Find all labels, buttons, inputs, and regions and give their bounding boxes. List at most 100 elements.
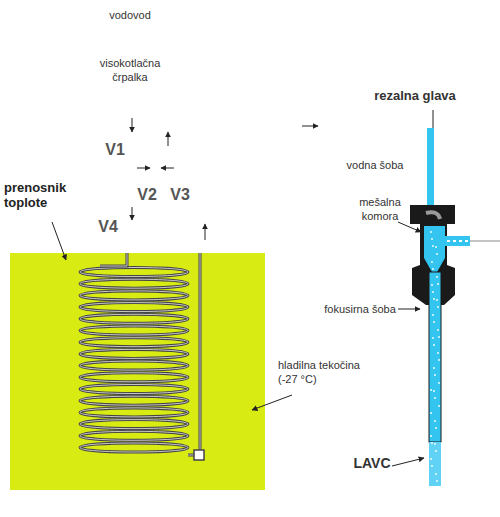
particle	[430, 389, 432, 391]
heat-exchanger: prenosnik toplote	[4, 180, 104, 220]
particle	[432, 337, 434, 339]
coil-winding-inner	[80, 385, 188, 394]
particle	[432, 268, 434, 270]
coil-winding	[80, 373, 188, 382]
particle	[433, 344, 435, 346]
particle	[436, 480, 438, 482]
coil-winding-inner	[80, 396, 188, 405]
coil-winding	[80, 326, 188, 335]
valve-label: V3	[167, 186, 193, 204]
particle	[430, 435, 432, 437]
particle	[433, 298, 435, 300]
coil-winding-inner	[80, 349, 188, 358]
coil-winding	[80, 361, 188, 370]
particle	[435, 427, 437, 429]
coil-winding-inner	[80, 303, 188, 312]
water-jet	[427, 128, 434, 212]
coil-winding-inner	[80, 279, 188, 288]
particle	[438, 382, 440, 384]
coil-winding-inner	[80, 268, 188, 277]
particle	[436, 253, 438, 255]
inlet-flow	[447, 240, 500, 242]
particle	[438, 359, 440, 361]
particle	[432, 245, 434, 247]
particle	[432, 314, 434, 316]
coil-winding-inner	[80, 373, 188, 382]
particle	[430, 231, 432, 233]
particle	[437, 306, 439, 308]
particle	[430, 458, 432, 460]
coil-winding	[80, 443, 188, 452]
particle	[437, 329, 439, 331]
coil-winding	[80, 303, 188, 312]
coil-winding	[80, 431, 188, 440]
coil-winding-inner	[80, 420, 188, 429]
jet-out	[429, 442, 441, 486]
particle	[435, 450, 437, 452]
coil-winding	[80, 268, 188, 277]
coil-winding	[80, 385, 188, 394]
particle	[435, 473, 437, 475]
particle	[435, 246, 437, 248]
coil-winding-inner	[80, 361, 188, 370]
particle	[438, 336, 440, 338]
coil-winding-inner	[80, 408, 188, 417]
part-label: mešalna komora	[350, 195, 410, 223]
head-label: LAVC	[350, 456, 394, 470]
coil-winding-inner	[80, 326, 188, 335]
coil-winding-inner	[80, 291, 188, 300]
particle	[433, 390, 435, 392]
flow-arrows	[132, 118, 318, 240]
particle	[438, 405, 440, 407]
particle	[433, 367, 435, 369]
part-label: vodna šoba	[332, 158, 418, 172]
coil-winding	[80, 314, 188, 323]
focusing-jet	[429, 272, 441, 442]
coil-elbow	[194, 450, 204, 460]
particle	[437, 352, 439, 354]
jet-particles	[430, 231, 440, 482]
particle	[431, 465, 433, 467]
leader-arrows	[52, 222, 424, 466]
coil-pipes	[100, 253, 200, 455]
coil-winding-inner	[80, 314, 188, 323]
particle	[432, 291, 434, 293]
swirl-arrow	[426, 212, 440, 219]
heat-exchanger-tank	[10, 253, 265, 490]
head-title: rezalna glava	[360, 89, 470, 103]
mixing-chamber	[424, 226, 445, 272]
particle	[431, 261, 433, 263]
part-label: hladilna tekočina (-27 °C)	[278, 358, 378, 386]
coil-winding	[80, 338, 188, 347]
coil-winding	[80, 291, 188, 300]
particle	[437, 283, 439, 285]
particle	[434, 420, 436, 422]
valve-label: V1	[101, 141, 129, 159]
valve-label: V4	[94, 218, 122, 236]
coil-winding-inner	[80, 338, 188, 347]
coil-winding	[80, 349, 188, 358]
coil-winding	[80, 396, 188, 405]
coil-winding-inner	[80, 431, 188, 440]
particle	[434, 443, 436, 445]
node-heading: prenosnik toplote	[4, 180, 84, 210]
particle	[431, 238, 433, 240]
pump-label: visokotlačna črpalka	[92, 56, 168, 84]
coil-winding-inner	[80, 443, 188, 452]
supply-label: vodovod	[92, 8, 168, 22]
particle	[431, 442, 433, 444]
particle	[433, 321, 435, 323]
particle	[434, 374, 436, 376]
valve-label: V2	[134, 186, 160, 204]
inlet-pipe	[470, 241, 500, 242]
particle	[431, 284, 433, 286]
particle	[436, 276, 438, 278]
particle	[436, 299, 438, 301]
particle	[434, 397, 436, 399]
particle	[430, 412, 432, 414]
coil-pipes-inner	[100, 253, 200, 455]
coil-winding	[80, 420, 188, 429]
part-label: fokusirna šoba	[322, 302, 398, 316]
coil-winding	[80, 279, 188, 288]
